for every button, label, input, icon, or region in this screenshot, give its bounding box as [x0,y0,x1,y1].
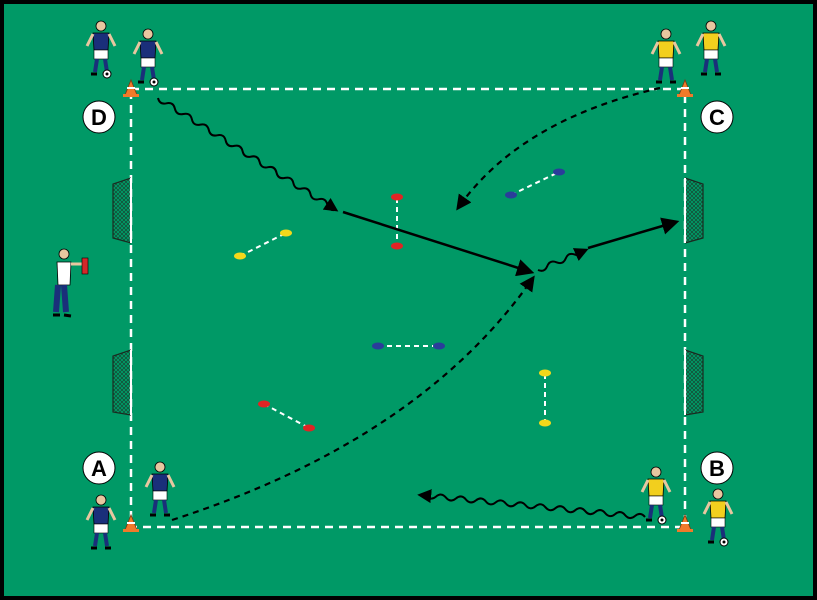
player-b-1 [640,466,672,525]
gate-red-top [391,193,403,250]
corner-label-c-text: C [709,105,725,130]
ball-icon [719,537,729,547]
goal-left-top [112,177,132,244]
corner-label-b-text: B [709,456,725,481]
corner-cone-b [677,513,693,532]
corner-label-d: D [82,100,116,134]
player-c-1 [650,28,682,84]
player-d-2 [132,28,164,87]
player-c-2 [695,20,727,76]
dribble-path-center [537,248,589,272]
run-path-a [171,275,535,522]
gate-yellow-right [539,369,551,427]
corner-label-d-text: D [91,105,107,130]
corner-label-a: A [82,451,116,485]
corner-label-b: B [700,451,734,485]
dribble-path-d [157,97,339,212]
gate-blue-right [505,168,565,199]
dribble-path-b [417,489,646,520]
goal-right-top [684,177,704,244]
goal-right-bottom [684,349,704,416]
shot-arrow-right-goal [587,217,680,250]
goal-left-bottom [112,349,132,416]
corner-cone-d [123,78,139,97]
pitch [4,4,813,596]
coach-icon [53,248,89,318]
gate-red-left [258,400,315,432]
corner-cone-a [123,513,139,532]
gate-blue-center [372,342,445,350]
ball-icon [149,77,159,87]
ball-icon [102,69,112,79]
player-d-1 [85,20,117,79]
player-a-1 [85,494,117,550]
player-a-2 [144,461,176,517]
run-path-c [456,86,661,211]
corner-label-a-text: A [91,456,107,481]
pass-arrow-center [342,210,535,277]
gate-yellow-left [234,229,292,260]
corner-cone-c [677,78,693,97]
corner-label-c: C [700,100,734,134]
ball-icon [657,515,667,525]
field-boundary [129,87,687,529]
player-b-2 [702,488,734,547]
